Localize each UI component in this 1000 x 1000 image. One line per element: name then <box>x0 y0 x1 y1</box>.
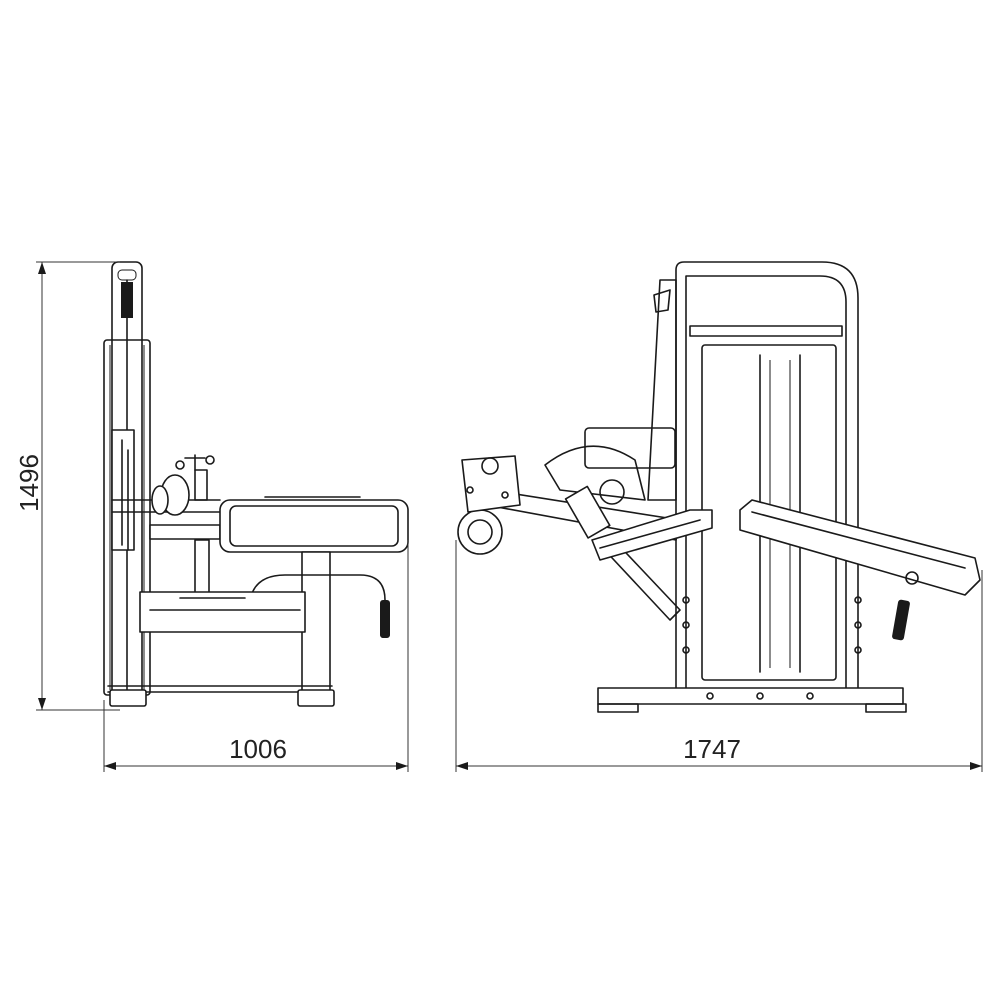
side-view-foot-right <box>297 689 335 707</box>
side-view-seat-pad <box>219 499 409 553</box>
front-view-upright <box>675 261 859 691</box>
side-view-cam-housing <box>111 429 135 551</box>
side-view-machine <box>103 261 409 707</box>
side-width-dimension-label: 1006 <box>229 734 287 764</box>
dimension-height <box>36 261 120 711</box>
front-view-roller-pad <box>457 509 503 555</box>
side-view-foot-left <box>109 689 147 707</box>
side-view-seat-column <box>301 551 331 693</box>
front-view-top-plate <box>689 325 843 337</box>
front-view-cam-housing <box>544 445 646 501</box>
front-length-dimension-label: 1747 <box>683 734 741 764</box>
dimension-side-width <box>103 540 409 772</box>
front-view-bench-pad-rear <box>739 499 981 596</box>
side-view-arm-axle <box>149 524 221 540</box>
front-view-pad-bracket <box>461 455 521 513</box>
height-dimension-label: 1496 <box>14 454 44 512</box>
dimension-front-length <box>455 540 983 772</box>
front-view-rear-plate <box>647 279 677 501</box>
front-view-handle-grip <box>892 599 910 641</box>
side-view-handle-bar <box>249 574 386 626</box>
front-view-bench-pad-front <box>591 509 713 561</box>
front-view-base <box>597 687 904 705</box>
front-view-machine <box>457 261 981 713</box>
side-view-handle-grip <box>380 600 390 638</box>
